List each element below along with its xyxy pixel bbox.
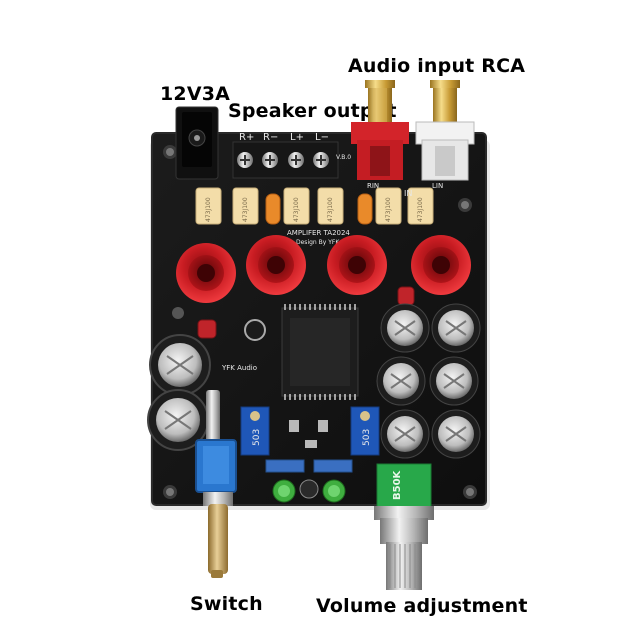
capacitor-cluster-right	[376, 303, 481, 459]
label-volume: Volume adjustment	[316, 595, 528, 617]
volume-potentiometer[interactable]: B50K	[374, 463, 434, 590]
brand-silkscreen: YFK Audio	[221, 364, 257, 372]
film-cap-marking: 473J100	[385, 197, 392, 222]
trimpot-value: 503	[362, 429, 372, 446]
binding-posts	[176, 235, 471, 303]
film-cap-marking: 473J100	[242, 197, 249, 222]
terminal-label-r-plus: R+	[239, 132, 254, 143]
label-switch: Switch	[190, 593, 263, 615]
film-cap-marking: 473J100	[417, 197, 424, 222]
dc-mark: V.B.0	[336, 154, 351, 161]
speaker-terminal-block	[232, 141, 339, 179]
label-audio-input: Audio input RCA	[348, 55, 526, 77]
electrolytic-capacitor-left-top	[149, 334, 211, 396]
terminal-label-r-minus: R−	[263, 132, 278, 143]
rca-label-r: RIN	[367, 182, 379, 190]
pot-value: B50K	[392, 469, 403, 500]
trimpot-right: 503	[350, 406, 380, 456]
film-cap-marking: 473J100	[327, 197, 334, 222]
label-speaker-output: Speaker output	[228, 100, 397, 122]
dc-power-jack	[175, 106, 219, 180]
power-cap-label: IN	[404, 189, 412, 198]
trimpot-left: 503	[240, 406, 270, 456]
film-cap-marking: 473J100	[205, 197, 212, 222]
board-name: AMPLIFER TA2024	[287, 229, 350, 237]
terminal-label-l-minus: L−	[315, 132, 329, 143]
trimpot-value: 503	[252, 429, 262, 446]
power-toggle-switch[interactable]	[195, 390, 237, 578]
amplifier-ic	[281, 304, 359, 400]
rca-jack-red	[351, 80, 409, 180]
designer-credit: Design By YFK	[296, 239, 340, 246]
film-capacitors	[195, 187, 434, 225]
terminal-label-l-plus: L+	[290, 132, 304, 143]
small-green-capacitors	[272, 479, 346, 503]
rca-jack-white	[415, 80, 475, 181]
film-cap-marking: 473J100	[293, 197, 300, 222]
rca-label-l: LIN	[432, 182, 443, 190]
label-power: 12V3A	[160, 83, 231, 105]
